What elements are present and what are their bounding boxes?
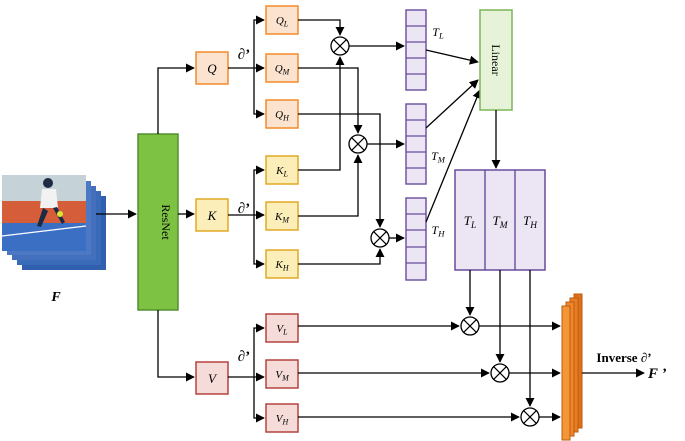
linear-label: Linear xyxy=(489,44,503,75)
input-image-stack xyxy=(1,175,106,270)
q-h-label: QH xyxy=(275,109,290,122)
q-l-label: QL xyxy=(276,15,289,28)
arrow-v-branch-h xyxy=(253,377,265,423)
arrow-kh-mult xyxy=(298,248,385,265)
arrow-resnet-v xyxy=(157,310,195,382)
transform-label-k: ∂’ xyxy=(238,201,250,217)
k-h-box xyxy=(265,249,299,279)
q-m-label: QM xyxy=(275,63,290,76)
arrow-qh-mult xyxy=(298,113,385,228)
arrow-token-m-linear xyxy=(425,79,479,129)
big-token-label-h: TH xyxy=(523,213,538,231)
v-box xyxy=(195,361,229,395)
multiply-node-l xyxy=(330,36,350,56)
v-l-label: VL xyxy=(276,323,288,336)
arrow-token-h-linear xyxy=(425,89,482,223)
big-token-label-l: TL xyxy=(464,213,476,231)
multiply-node-m xyxy=(348,134,368,154)
value-multiply-node-h xyxy=(520,407,540,427)
value-multiply-node-m xyxy=(490,363,510,383)
arrow-k-branch-h xyxy=(253,215,265,269)
input-label: F xyxy=(50,290,61,305)
arrow-k-branch-l xyxy=(253,165,265,215)
q-m-box xyxy=(265,53,299,83)
arrow-km-mult xyxy=(298,154,363,217)
linear-block xyxy=(479,9,513,111)
arrow-v-branch-l xyxy=(253,323,265,377)
v-label: V xyxy=(208,371,218,386)
arrow-resnet-q xyxy=(157,63,195,134)
input-frame-image xyxy=(1,175,87,251)
arrow-qm-mult xyxy=(298,67,363,134)
v-h-box xyxy=(265,403,299,433)
resnet-block xyxy=(137,133,179,311)
output-feature-stack xyxy=(561,293,583,441)
q-label: Q xyxy=(207,61,217,76)
transform-label-q: ∂’ xyxy=(238,47,250,63)
v-h-label: VH xyxy=(276,413,290,426)
v-m-box xyxy=(265,359,299,389)
v-l-box xyxy=(265,313,299,343)
arrow-q-branch-l xyxy=(253,15,265,68)
token-stack-h xyxy=(405,197,427,281)
transform-label-v: ∂’ xyxy=(238,349,250,365)
token-label-m: TM xyxy=(431,149,446,165)
k-h-label: KH xyxy=(274,259,289,272)
k-l-label: KL xyxy=(275,165,288,178)
arrow-ql-mult xyxy=(298,19,345,36)
arrow-kl-mult xyxy=(298,56,345,171)
token-label-h: TH xyxy=(432,223,446,239)
multiply-node-h xyxy=(370,228,390,248)
v-m-label: VM xyxy=(275,369,289,382)
token-label-l: TL xyxy=(432,25,444,41)
inverse-transform-label: Inverse ∂’ xyxy=(596,350,651,365)
big-token-label-m: TM xyxy=(492,213,508,231)
k-m-box xyxy=(265,201,299,231)
arrow-token-l-linear xyxy=(425,49,479,65)
value-multiply-node-l xyxy=(460,316,480,336)
arrow-q-branch-h xyxy=(253,68,265,119)
k-m-label: KM xyxy=(274,211,289,224)
resnet-label: ResNet xyxy=(159,204,173,240)
output-label: F ’ xyxy=(647,366,666,382)
token-stack-m xyxy=(405,103,427,185)
token-stack-l xyxy=(405,9,427,91)
k-label: K xyxy=(207,208,218,223)
big-token-block xyxy=(454,169,546,271)
